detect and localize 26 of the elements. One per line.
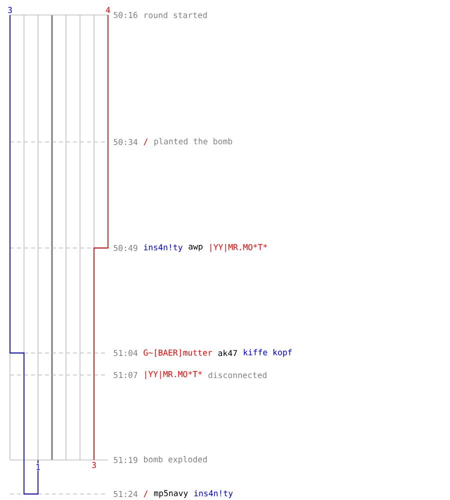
- player-name: ins4n!ty: [144, 244, 182, 252]
- player-name: |YY|MR.MO*T*: [210, 244, 267, 252]
- player-name: |YY|MR.MO*T*: [145, 370, 202, 380]
- event-text: bomb exploded: [144, 456, 207, 464]
- timestamp: 51:24: [114, 490, 138, 498]
- kill-icon: /: [144, 138, 148, 146]
- player-name: ins4n!ty: [194, 490, 233, 498]
- timestamp: 50:16: [114, 12, 138, 18]
- weapon-name: mp5navy: [154, 490, 188, 498]
- score-number: 4: [104, 6, 112, 14]
- score-number: 3: [90, 461, 98, 469]
- timestamp: 51:07: [114, 372, 138, 378]
- weapon-name: ak47: [218, 350, 237, 356]
- timestamp: 50:49: [114, 244, 138, 252]
- event-text: planted the bomb: [154, 138, 232, 146]
- kill-icon: /: [144, 490, 148, 498]
- score-number: 1: [34, 463, 42, 471]
- timestamp: 51:04: [114, 350, 138, 356]
- weapon-name: awp: [188, 244, 202, 252]
- score-number: 3: [6, 6, 14, 14]
- event-text: disconnected: [208, 372, 266, 378]
- player-name: G~[BAER]mutter: [144, 349, 212, 357]
- timestamp: 51:19: [114, 456, 138, 464]
- event-text: round started: [144, 12, 207, 18]
- player-name: kiffe kopf: [244, 349, 292, 357]
- timestamp: 50:34: [114, 138, 138, 146]
